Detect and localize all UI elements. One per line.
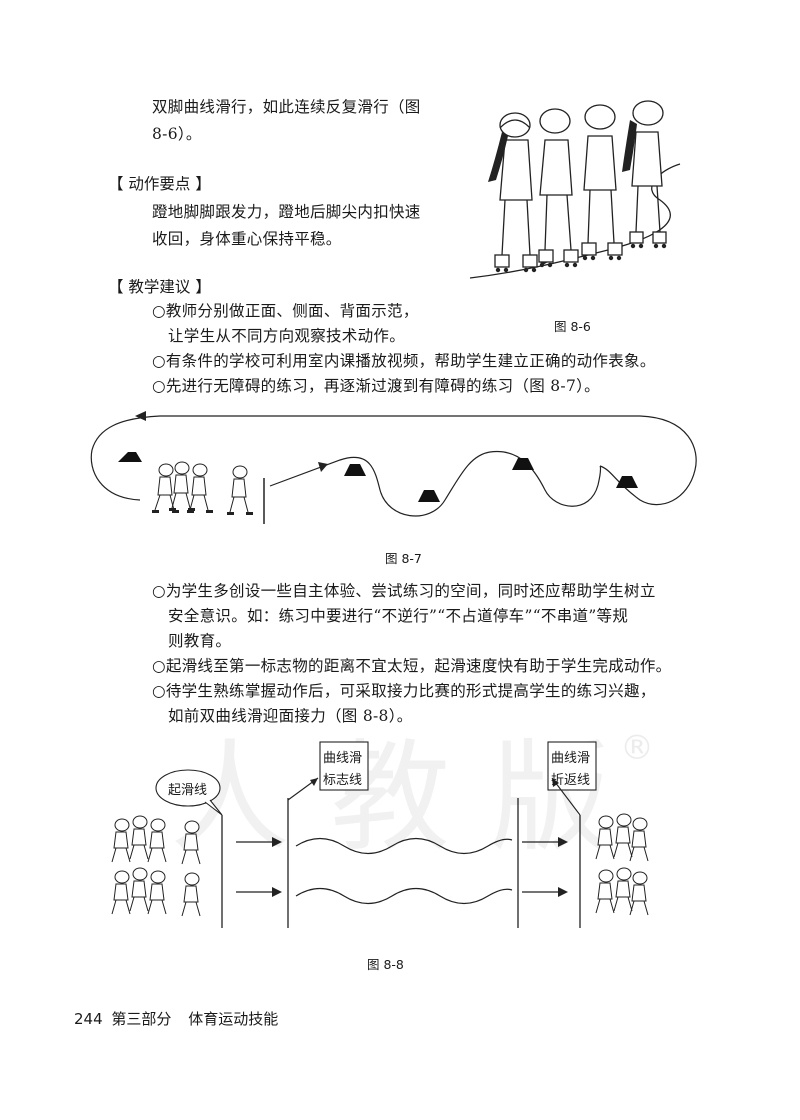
publisher-watermark: 人教版 xyxy=(170,729,650,868)
key-points-line-1: 蹬地脚脚跟发力，蹬地后脚尖内扣快速 xyxy=(152,203,421,221)
skaters-chain-illustration xyxy=(469,100,681,279)
page-footer: 244 第三部分 体育运动技能 xyxy=(74,1008,278,1029)
teaching-heading: 【 教学建议 】 xyxy=(108,278,211,296)
more-item-1-cont-1: 安全意识。如：练习中要进行“不逆行”“不占道停车”“不串道”等规 xyxy=(168,607,629,625)
key-points-line-2: 收回，身体重心保持平稳。 xyxy=(152,230,342,248)
more-item-2: ○起滑线至第一标志物的距离不宜太短，起滑速度快有助于学生完成动作。 xyxy=(152,657,672,675)
figure-8-6-caption: 图 8-6 xyxy=(554,319,591,334)
obstacle-course-diagram xyxy=(90,411,697,524)
curve-return-label-line-2: 折返线 xyxy=(551,773,591,788)
part-name: 第三部分 xyxy=(111,1010,172,1028)
curve-marker-label-line-2: 标志线 xyxy=(323,773,363,788)
curve-return-label-line-1: 曲线滑 xyxy=(551,751,591,766)
more-item-3-cont: 如前双曲线滑迎面接力（图 8-8）。 xyxy=(168,707,413,725)
curve-marker-label-line-1: 曲线滑 xyxy=(323,751,363,766)
chapter-title: 体育运动技能 xyxy=(188,1010,279,1028)
more-item-1: ○为学生多创设一些自主体验、尝试练习的空间，同时还应帮助学生树立 xyxy=(152,582,656,600)
page-number: 244 xyxy=(74,1010,103,1028)
intro-line-1: 双脚曲线滑行，如此连续反复滑行（图 xyxy=(152,98,421,116)
figure-8-8 xyxy=(111,741,649,928)
figure-8-7 xyxy=(0,0,800,540)
teaching-item-2: ○有条件的学校可利用室内课播放视频，帮助学生建立正确的动作表象。 xyxy=(152,352,656,370)
registered-mark: ® xyxy=(620,728,654,768)
figure-8-6 xyxy=(0,0,800,340)
teaching-item-3: ○先进行无障碍的练习，再逐渐过渡到有障碍的练习（图 8-7）。 xyxy=(152,377,600,395)
more-item-3: ○待学生熟练掌握动作后，可采取接力比赛的形式提高学生的练习兴趣， xyxy=(152,682,656,700)
teaching-item-1: ○教师分别做正面、侧面、背面示范， xyxy=(152,302,419,320)
more-item-1-cont-2: 则教育。 xyxy=(168,632,232,650)
figure-8-8-caption: 图 8-8 xyxy=(367,957,404,972)
intro-line-2: 8-6）。 xyxy=(152,125,202,143)
start-line-label: 起滑线 xyxy=(168,783,208,798)
relay-course-diagram xyxy=(111,741,649,928)
key-points-heading: 【 动作要点 】 xyxy=(108,175,211,193)
teaching-item-1-cont: 让学生从不同方向观察技术动作。 xyxy=(168,327,406,345)
figure-8-7-caption: 图 8-7 xyxy=(385,551,422,566)
